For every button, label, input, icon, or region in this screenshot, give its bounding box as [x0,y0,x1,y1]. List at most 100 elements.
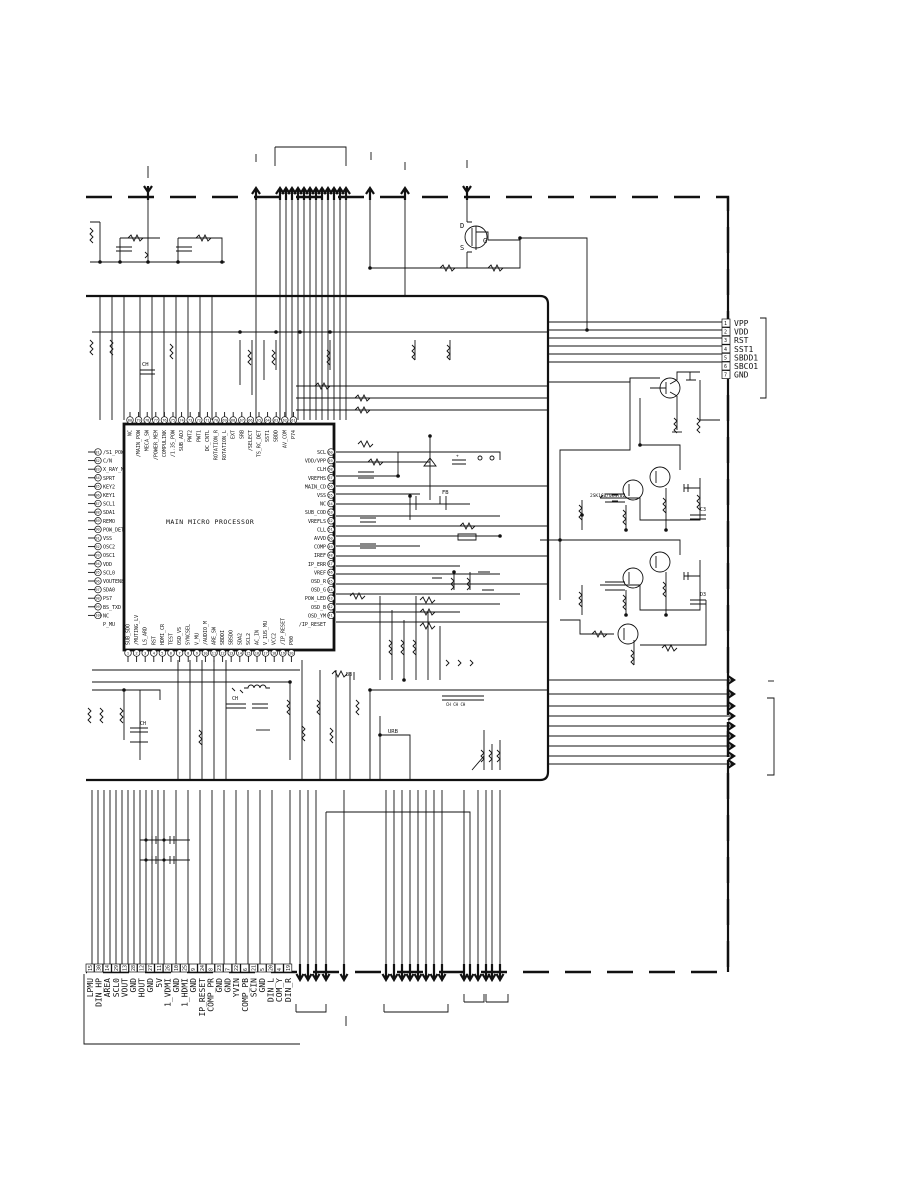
bottom-connector-signal-7: GND [146,978,155,993]
bottom-arrow-1 [303,964,313,983]
bottom-connector-pin-14 [102,963,112,973]
ic-left-pin-number-88: 88 [95,511,99,515]
ic-bottom-pin-number-15: 15 [246,651,250,655]
top-connector-pin-number-5: 5 [724,355,727,361]
ic-right-pin-number-44: 44 [328,588,332,592]
bottom-connector-signal-16: GND [224,978,233,993]
ic-right-pin-number-47: 47 [328,562,332,566]
ic-left-pin-number-98: 98 [95,597,99,601]
ic-left-pin-number-86: 86 [95,493,99,497]
ic-left-pin-number-95: 95 [95,571,99,575]
bottom-connector-pin-30 [94,963,103,973]
ic-bottom-pin-number-16: 16 [255,651,259,655]
ic-top-pin-name-78: MECA_SW [145,429,151,451]
bottom-connector-pin-22 [231,963,241,973]
ic-right-pin-name-43: POW_LED [305,596,326,602]
ic-bottom-pin-name-1: SUB_SDO [126,624,132,645]
right-arrow-5 [727,731,736,741]
ic-top-pin-number-61: 61 [291,419,295,423]
ic-top-pin-name-71: DC_CNTL [205,430,211,451]
ic-right-pin-number-41: 41 [328,614,332,618]
top-arrow-14 [365,186,375,200]
ic-left-pin-number-89: 89 [95,519,99,523]
bottom-connector-signal-6: HOUT [138,978,147,997]
ic-bottom-pin-name-18: VCC2 [272,633,278,645]
ic-top-pin-number-75: 75 [171,419,175,423]
ic-top-pin-number-64: 64 [265,419,269,423]
ic-right-pin-number-53: 53 [328,511,332,515]
ic-bottom-pin-name-4: RST [151,636,157,645]
cap-group-label: CH CH CH [446,702,466,707]
ic-top-pin-name-76: COMPULINK [162,430,168,457]
ic-left-pin-name-83: X_RAY_M [103,467,124,473]
bottom-arrow-16 [481,964,491,983]
ic-top-pin-number-74: 74 [179,419,183,423]
ic-left-pin-number-92: 92 [95,545,99,549]
ic-right-pin-47 [327,560,335,568]
bottom-connector-signal-8: 5V [155,978,164,988]
bottom-arrow-2 [311,964,321,983]
bottom-connector-signal-21: DIN_L [267,978,276,1002]
bottom-connector-signal-12: GND [189,978,198,993]
bottom-connector-pin-number-24: 24 [200,965,206,971]
bottom-connector-signal-1: DIN_HP [95,978,104,1007]
cap-label-ch-1: CH [142,362,149,368]
ic-bottom-pin-name-12: SBDDI [220,630,226,645]
bottom-connector-signal-20: GND [258,978,267,993]
bottom-connector-signal-0: LPMU [86,978,95,997]
bottom-connector-pin-7 [223,963,232,973]
bottom-connector-signal-3: SCL0 [112,978,121,997]
top-connector-signal-3: SST1 [734,345,753,354]
ic-bottom-pin-name-17: V_IUS_MU [263,621,269,645]
bottom-connector-pin-number-27: 27 [148,965,154,971]
ic-bottom-pin-number-18: 18 [272,651,276,655]
top-connector-pin-number-2: 2 [724,330,727,336]
cap-label-plus-1: + [456,454,459,459]
ic-left-pin-name-extra-0: P_MU [103,622,115,628]
bottom-connector-pin-26 [163,963,172,973]
bottom-connector-pin-19 [283,963,293,973]
ic-right-pin-45 [327,577,335,585]
transistor-amplifier: 2SK1C0/0C4702 C3 D3 [540,371,720,666]
bottom-connector-pin-number-11: 11 [157,965,163,971]
top-arrow-16 [462,185,472,200]
ic-left-pin-name-85: KEY2 [103,484,115,490]
ic-right-pin-51 [327,525,335,534]
ic-bottom-pin-number-20: 20 [289,651,293,655]
ic-right-pin-43 [327,594,335,602]
ic-right-pin-46 [327,568,335,577]
ic-bottom-pin-name-13: SBSDO [229,630,235,645]
bottom-arrow-6 [389,964,399,983]
top-connector-pin-number-1: 1 [724,321,727,327]
bottom-connector-signal-11: 1_HDMI [181,978,190,1007]
ic-right-pin-48 [327,551,335,559]
bottom-arrow-11 [429,964,439,983]
bottom-connector-pin-number-20: 20 [269,965,275,971]
ic-right-pin-number-52: 52 [328,519,332,523]
ic-left-pin-number-99: 99 [95,605,99,609]
bottom-connector: 15LPMU30DIN_HP14AREA29SCL013VOUT28GND12H… [85,963,293,1017]
ic-right-pin-number-59: 59 [328,459,332,463]
ic-bottom-pin-number-4: 4 [153,651,155,655]
ic-top-pin-name-77: /POWER_MEM [153,430,159,460]
top-connector-pin-number-4: 4 [724,347,727,353]
ic-left-pin-name-87: SCL1 [103,502,115,508]
ic-left-pin-number-97: 97 [95,588,99,592]
ic-right-network: + FB CH CH CH [336,434,548,707]
right-arrow-3 [727,711,736,721]
ic-left-pin-number-93: 93 [95,554,99,558]
bottom-connector-pin-number-9: 9 [191,968,197,971]
ic-left-pin-name-98: PS7 [103,596,112,602]
ic-bottom-pin-name-2: /MUTING_LV [134,615,140,645]
bottom-connector-pin-number-8: 8 [208,968,214,971]
ic-top-pin-name-69: ROTATION_L [222,430,228,460]
ic-bottom-pin-number-12: 12 [220,651,224,655]
ic-left-pin-name-82: C/N [103,459,112,465]
bottom-connector-pin-number-14: 14 [105,965,111,971]
ic-right-pin-number-58: 58 [328,468,332,472]
top-passive-network [89,200,225,264]
top-connector-pin-2 [721,327,731,336]
ic-bottom-pin-number-9: 9 [196,651,198,655]
ic-bottom-pin-name-20: P00 [289,636,295,645]
